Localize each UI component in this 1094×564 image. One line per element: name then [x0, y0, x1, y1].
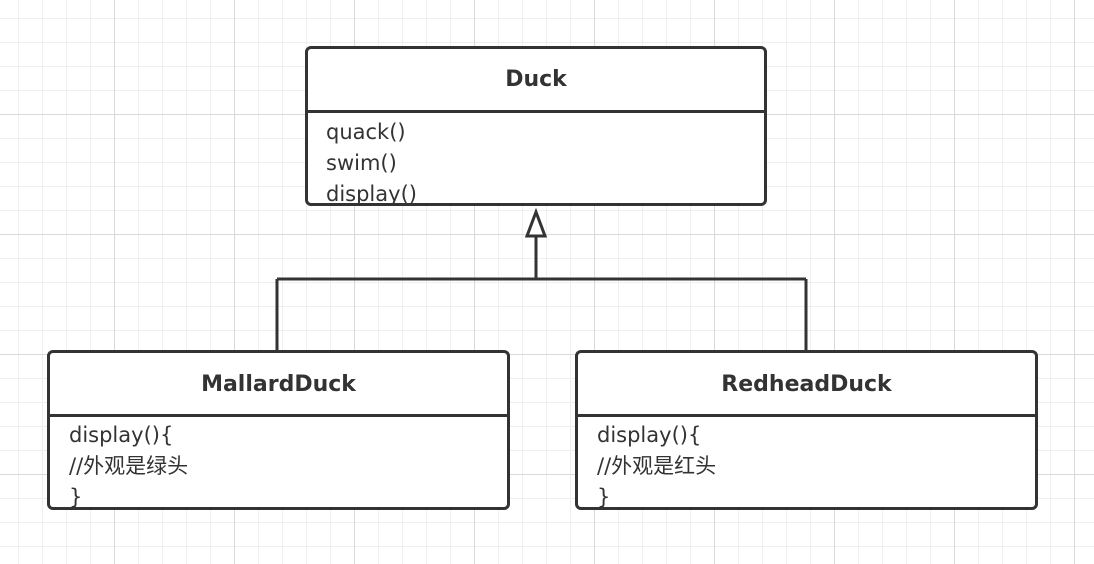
class-mallard-duck-body: display(){ //外观是绿头 } [50, 417, 507, 509]
generalization-arrowhead [524, 207, 548, 238]
class-redhead-duck-body: display(){ //外观是红头 } [578, 417, 1035, 509]
method-swim: swim() [326, 151, 397, 175]
method-quack: quack() [326, 120, 406, 144]
class-duck-methods: quack() swim() display() [308, 113, 764, 206]
class-mallard-duck[interactable]: MallardDuck display(){ //外观是绿头 } [47, 350, 510, 510]
class-redhead-duck[interactable]: RedheadDuck display(){ //外观是红头 } [575, 350, 1038, 510]
class-redhead-duck-name: RedheadDuck [578, 353, 1035, 417]
method-display: display() [326, 182, 417, 206]
class-mallard-duck-name: MallardDuck [50, 353, 507, 417]
redhead-body-line: //外观是红头 [597, 454, 717, 478]
redhead-body-line: display(){ [597, 423, 702, 447]
mallard-body-line: //外观是绿头 [69, 454, 189, 478]
redhead-body-line: } [597, 485, 611, 509]
class-duck-name: Duck [308, 49, 764, 113]
class-duck[interactable]: Duck quack() swim() display() [305, 46, 767, 206]
mallard-body-line: } [69, 485, 83, 509]
mallard-body-line: display(){ [69, 423, 174, 447]
